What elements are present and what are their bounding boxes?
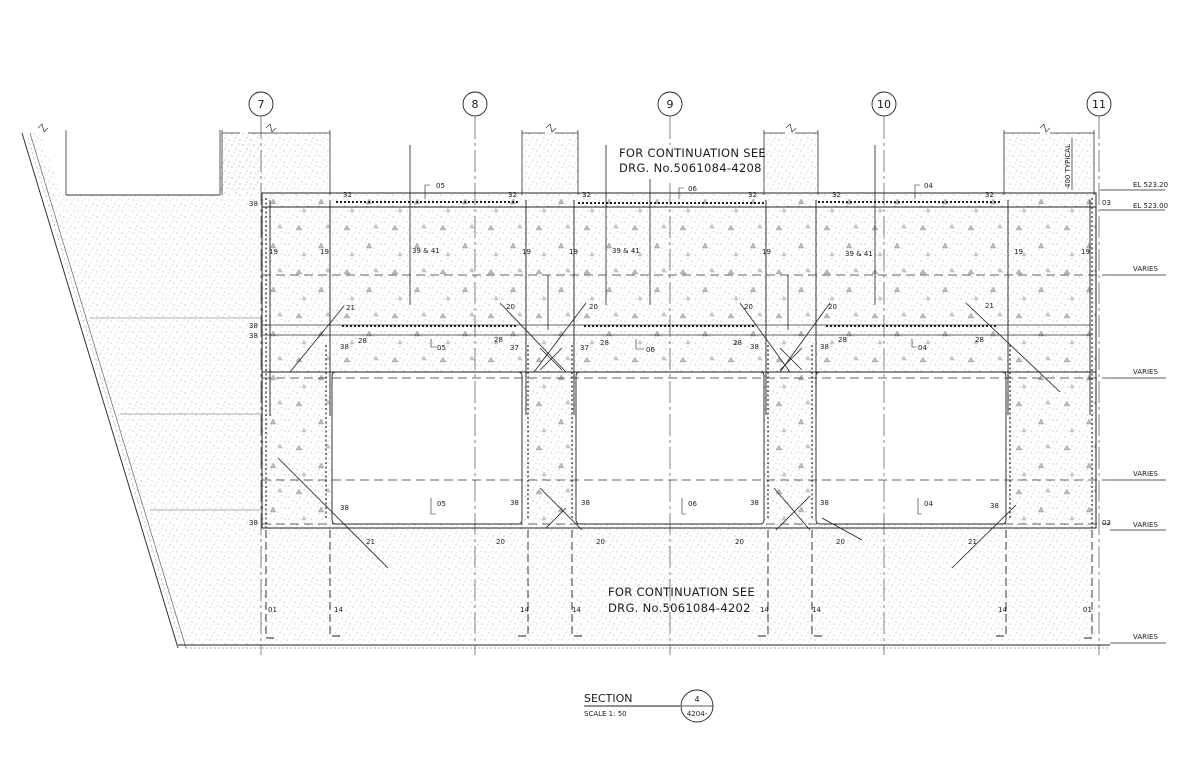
- bar-mark-20-f: 20: [596, 538, 605, 546]
- bar-mark-38-l: 38: [990, 502, 999, 510]
- bar-mark-28-e: 28: [838, 336, 847, 344]
- grid-label-11: 11: [1092, 98, 1106, 111]
- bar-mark-14-e: 14: [812, 606, 821, 614]
- bar-mark-20-b: 20: [589, 303, 598, 311]
- bar-mark-04-mid: 04: [918, 344, 927, 352]
- bar-mark-32-e: 32: [832, 191, 841, 199]
- bar-mark-38-m: 38: [249, 519, 258, 527]
- bar-mark-38-g: 38: [340, 504, 349, 512]
- bar-mark-21-b: 21: [985, 302, 994, 310]
- bar-mark-14-d: 14: [760, 606, 769, 614]
- bar-mark-28-c: 28: [600, 339, 609, 347]
- grid-label-7: 7: [258, 98, 265, 111]
- backfill-left: [21, 130, 262, 649]
- bar-mark-04-top: 04: [924, 182, 933, 190]
- bar-mark-19-b: 19: [320, 248, 329, 256]
- grid-label-10: 10: [877, 98, 891, 111]
- typical-note: 400 TYPICAL: [1064, 144, 1072, 188]
- bar-mark-21-a: 21: [346, 304, 355, 312]
- bar-mark-01-b: 01: [1083, 606, 1092, 614]
- bar-mark-19-a: 19: [269, 248, 278, 256]
- varies-label-3: VARIES: [1133, 470, 1158, 478]
- bar-mark-20-a: 20: [506, 303, 515, 311]
- bar-mark-28-d: 28: [733, 339, 742, 347]
- bar-mark-38-f: 38: [820, 343, 829, 351]
- continuation-notes: FOR CONTINUATION SEE DRG. No.5061084-420…: [608, 145, 766, 615]
- bar-mark-19-f: 19: [1014, 248, 1023, 256]
- bar-mark-01-a: 01: [268, 606, 277, 614]
- bar-mark-20-h: 20: [836, 538, 845, 546]
- section-reference: 4204-: [687, 710, 708, 718]
- section-title-block: SECTION SCALE 1: 50 4 4204-: [584, 689, 714, 723]
- bar-mark-14-f: 14: [998, 606, 1007, 614]
- continuation-bottom-line2: DRG. No.5061084-4202: [608, 601, 751, 615]
- bar-mark-19-e: 19: [762, 248, 771, 256]
- continuation-bottom-line1: FOR CONTINUATION SEE: [608, 585, 755, 599]
- bar-mark-05-mid: 05: [437, 344, 446, 352]
- continuation-top-line2: DRG. No.5061084-4208: [619, 161, 762, 175]
- bar-mark-20-e: 20: [496, 538, 505, 546]
- varies-label-5: VARIES: [1133, 633, 1158, 641]
- bar-mark-14-c: 14: [572, 606, 581, 614]
- bar-mark-14-b: 14: [520, 606, 529, 614]
- bar-mark-06-mid: 06: [646, 346, 655, 354]
- bar-mark-21-c: 21: [366, 538, 375, 546]
- bar-mark-19-d: 19: [569, 248, 578, 256]
- bar-mark-19-g: 19: [1081, 248, 1090, 256]
- box-culvert-body: [261, 192, 1110, 530]
- bar-mark-38-h: 38: [510, 499, 519, 507]
- grid-label-9: 9: [667, 98, 674, 111]
- elevation-second: EL 523.00: [1133, 202, 1168, 210]
- bar-mark-32-c: 32: [582, 191, 591, 199]
- bar-mark-20-d: 20: [828, 303, 837, 311]
- bar-mark-05-top: 05: [436, 182, 445, 190]
- column-stubs: [37, 123, 1095, 195]
- bar-mark-28-b: 28: [494, 336, 503, 344]
- bar-mark-32-a: 32: [343, 191, 352, 199]
- bar-mark-38-k: 38: [820, 499, 829, 507]
- continuation-top-line1: FOR CONTINUATION SEE: [619, 146, 766, 160]
- bar-mark-04-bot: 04: [924, 500, 933, 508]
- base-slab: [178, 530, 1110, 649]
- grid-lines: 7 8 9 10 11: [248, 91, 1112, 655]
- bar-mark-labels: 05 06 04 32 32 32 32 32 32 38 03 19 19 1…: [249, 182, 1111, 614]
- bar-mark-28-f: 28: [975, 336, 984, 344]
- grid-label-8: 8: [472, 98, 479, 111]
- elevation-top: EL 523.20: [1133, 181, 1168, 189]
- bar-mark-combo-b: 39 & 41: [612, 247, 640, 255]
- bar-mark-combo-a: 39 & 41: [412, 247, 440, 255]
- bar-mark-38-e: 38: [750, 343, 759, 351]
- bar-mark-20-g: 20: [735, 538, 744, 546]
- varies-label-2: VARIES: [1133, 368, 1158, 376]
- bar-mark-38-b: 38: [249, 322, 258, 330]
- bar-mark-37-b: 37: [580, 344, 589, 352]
- bar-mark-06-bot: 06: [688, 500, 697, 508]
- bar-mark-28-a: 28: [358, 337, 367, 345]
- section-scale: SCALE 1: 50: [584, 710, 627, 718]
- bar-mark-06-top: 06: [688, 185, 697, 193]
- bar-mark-14-a: 14: [334, 606, 343, 614]
- bar-mark-38-d: 38: [340, 343, 349, 351]
- varies-label-4: VARIES: [1133, 521, 1158, 529]
- bar-mark-32-d: 32: [748, 191, 757, 199]
- bar-mark-combo-c: 39 & 41: [845, 250, 873, 258]
- bar-mark-03-b: 03: [1102, 519, 1111, 527]
- bar-mark-19-c: 19: [522, 248, 531, 256]
- section-number: 4: [694, 695, 699, 704]
- bar-mark-20-c: 20: [744, 303, 753, 311]
- bar-mark-38-c: 38: [249, 332, 258, 340]
- bar-mark-03-a: 03: [1102, 199, 1111, 207]
- varies-label-1: VARIES: [1133, 265, 1158, 273]
- level-annotations: EL 523.20 EL 523.00 VARIES VARIES VARIES…: [1064, 138, 1168, 644]
- bar-mark-37-a: 37: [510, 344, 519, 352]
- bar-mark-32-b: 32: [508, 191, 517, 199]
- bar-mark-38-i: 38: [581, 499, 590, 507]
- bar-mark-38-a: 38: [249, 200, 258, 208]
- bar-mark-38-j: 38: [750, 499, 759, 507]
- section-title: SECTION: [584, 692, 632, 705]
- bar-mark-21-d: 21: [968, 538, 977, 546]
- bar-mark-32-f: 32: [985, 191, 994, 199]
- bar-mark-05-bot: 05: [437, 500, 446, 508]
